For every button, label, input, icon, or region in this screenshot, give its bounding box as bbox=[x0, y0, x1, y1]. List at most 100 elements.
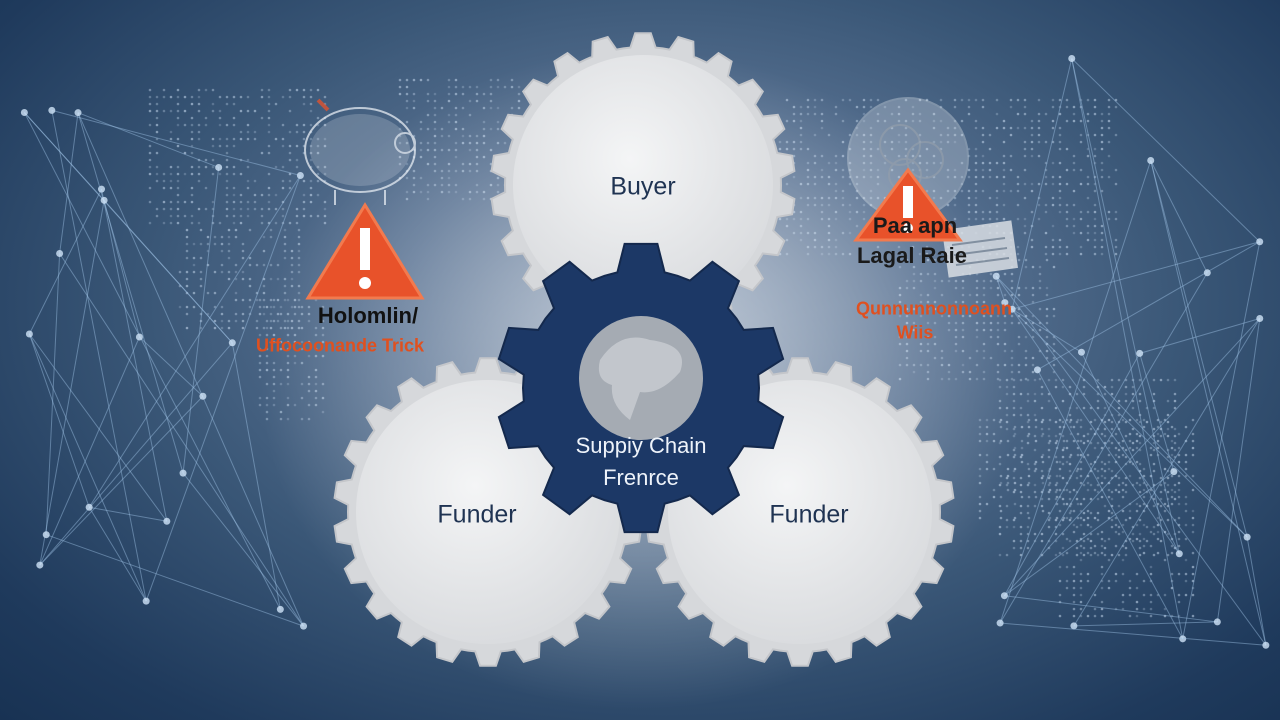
map-dot bbox=[1173, 546, 1177, 550]
map-dot bbox=[1163, 593, 1167, 597]
network-line bbox=[59, 112, 79, 254]
map-dot bbox=[1026, 392, 1030, 396]
map-dot bbox=[1159, 420, 1163, 424]
map-dot bbox=[316, 193, 320, 197]
map-dot bbox=[246, 95, 250, 99]
map-dot bbox=[281, 200, 285, 204]
map-dot bbox=[1100, 168, 1104, 172]
map-dot bbox=[1086, 133, 1090, 137]
map-dot bbox=[1114, 453, 1118, 457]
map-dot bbox=[1124, 378, 1128, 382]
map-dot bbox=[1058, 147, 1062, 151]
map-dot bbox=[248, 312, 252, 316]
map-dot bbox=[967, 175, 971, 179]
map-dot bbox=[1135, 418, 1139, 422]
map-dot bbox=[155, 116, 159, 120]
map-dot bbox=[1138, 490, 1142, 494]
map-dot bbox=[232, 137, 236, 141]
map-dot bbox=[246, 137, 250, 141]
map-dot bbox=[1173, 399, 1177, 403]
map-dot bbox=[939, 140, 943, 144]
map-dot bbox=[1114, 607, 1118, 611]
map-dot bbox=[1079, 133, 1083, 137]
map-dot bbox=[1065, 105, 1069, 109]
map-dot bbox=[1044, 203, 1048, 207]
map-dot bbox=[183, 123, 187, 127]
map-dot bbox=[1019, 546, 1023, 550]
map-dot bbox=[1166, 532, 1170, 536]
map-dot bbox=[1124, 448, 1128, 452]
map-dot bbox=[1166, 399, 1170, 403]
map-dot bbox=[192, 305, 196, 309]
network-line bbox=[46, 534, 304, 627]
map-dot bbox=[218, 109, 222, 113]
map-dot bbox=[1031, 356, 1035, 360]
map-dot bbox=[1023, 105, 1027, 109]
map-dot bbox=[1058, 175, 1062, 179]
map-dot bbox=[1156, 593, 1160, 597]
map-dot bbox=[288, 144, 292, 148]
map-dot bbox=[1027, 467, 1031, 471]
map-dot bbox=[169, 165, 173, 169]
map-dot bbox=[204, 165, 208, 169]
map-dot bbox=[183, 200, 187, 204]
map-dot bbox=[1173, 518, 1177, 522]
map-dot bbox=[1103, 392, 1107, 396]
map-dot bbox=[1086, 551, 1090, 555]
map-dot bbox=[1170, 614, 1174, 618]
map-dot bbox=[904, 98, 908, 102]
map-dot bbox=[176, 95, 180, 99]
map-dot bbox=[1142, 593, 1146, 597]
map-dot bbox=[239, 109, 243, 113]
map-dot bbox=[876, 119, 880, 123]
map-dot bbox=[911, 112, 915, 116]
map-dot bbox=[295, 144, 299, 148]
map-dot bbox=[246, 165, 250, 169]
map-dot bbox=[1135, 572, 1139, 576]
map-dot bbox=[1041, 488, 1045, 492]
map-dot bbox=[1124, 420, 1128, 424]
map-dot bbox=[904, 126, 908, 130]
map-dot bbox=[1152, 441, 1156, 445]
map-dot bbox=[1016, 175, 1020, 179]
network-line bbox=[1139, 353, 1175, 472]
map-dot bbox=[1170, 551, 1174, 555]
map-dot bbox=[1047, 427, 1051, 431]
map-dot bbox=[1005, 504, 1009, 508]
map-dot bbox=[148, 221, 152, 225]
map-dot bbox=[176, 221, 180, 225]
map-dot bbox=[1166, 497, 1170, 501]
funder-right-label: Funder bbox=[769, 500, 849, 529]
map-dot bbox=[213, 326, 217, 330]
map-dot bbox=[1100, 161, 1104, 165]
map-dot bbox=[1117, 399, 1121, 403]
map-dot bbox=[1062, 439, 1066, 443]
map-dot bbox=[1089, 483, 1093, 487]
network-node bbox=[1170, 468, 1178, 476]
map-dot bbox=[1072, 614, 1076, 618]
map-dot bbox=[1040, 434, 1044, 438]
map-dot bbox=[1093, 607, 1097, 611]
map-dot bbox=[1184, 537, 1188, 541]
map-dot bbox=[1058, 161, 1062, 165]
map-dot bbox=[1068, 392, 1072, 396]
map-dot bbox=[267, 130, 271, 134]
map-dot bbox=[204, 207, 208, 211]
map-dot bbox=[1079, 523, 1083, 527]
map-dot bbox=[1114, 544, 1118, 548]
map-dot bbox=[1009, 133, 1013, 137]
map-dot bbox=[1086, 154, 1090, 158]
map-dot bbox=[1107, 140, 1111, 144]
map-dot bbox=[190, 172, 194, 176]
network-line bbox=[1071, 58, 1261, 243]
map-dot bbox=[981, 175, 985, 179]
map-dot bbox=[1145, 420, 1149, 424]
map-dot bbox=[1135, 481, 1139, 485]
map-dot bbox=[995, 112, 999, 116]
map-dot bbox=[232, 165, 236, 169]
map-dot bbox=[1093, 516, 1097, 520]
map-dot bbox=[1072, 593, 1076, 597]
map-dot bbox=[225, 137, 229, 141]
map-dot bbox=[316, 144, 320, 148]
map-dot bbox=[1142, 481, 1146, 485]
